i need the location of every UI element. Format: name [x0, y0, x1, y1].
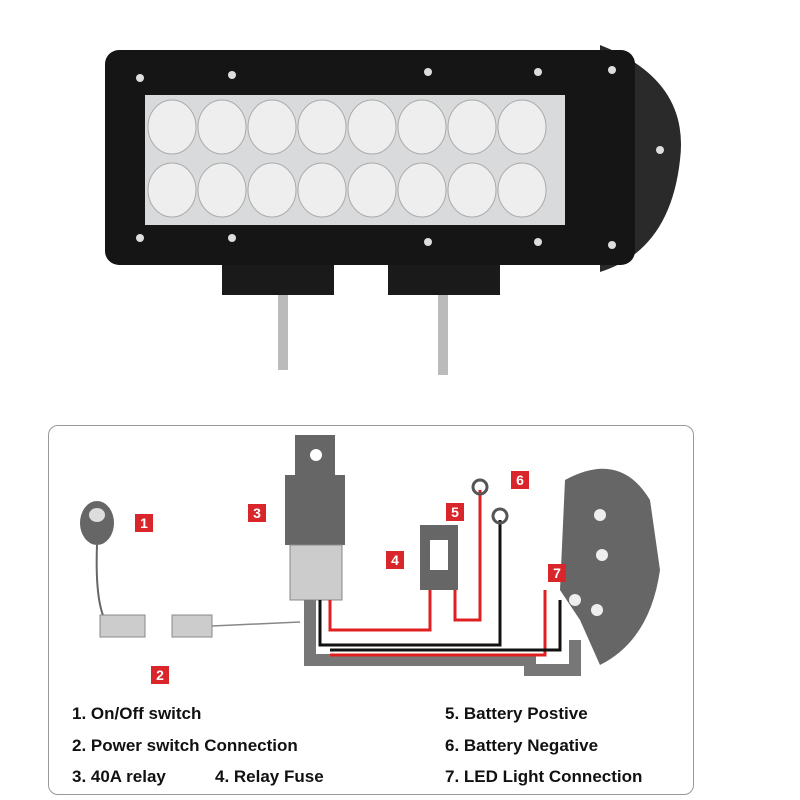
tag-4: 4: [386, 551, 404, 569]
legend-item-1: 1. On/Off switch: [72, 704, 202, 723]
tag-7: 7: [548, 564, 566, 582]
legend-item-3: 3. 40A relay: [72, 767, 166, 786]
light-bar-side-icon: [560, 468, 660, 665]
wiring-diagram: [80, 435, 660, 676]
tag-6: 6: [511, 471, 529, 489]
connector-male: [99, 614, 146, 638]
legend-item-7: 7. LED Light Connection: [445, 767, 643, 786]
tag-1: 1: [135, 514, 153, 532]
tag-3: 3: [248, 504, 266, 522]
screws: [136, 66, 664, 249]
mount-bolt-right: [438, 290, 448, 375]
led-light-bar: [105, 45, 681, 375]
switch-icon: [80, 501, 114, 545]
wire-harness: [304, 600, 581, 676]
relay-socket: [289, 544, 343, 601]
mount-bolt-left: [278, 290, 288, 370]
legend-item-4: 4. Relay Fuse: [215, 767, 324, 786]
relay-icon: [285, 435, 345, 545]
tag-5: 5: [446, 503, 464, 521]
legend-item-2: 2. Power switch Connection: [72, 736, 298, 755]
legend-item-6: 6. Battery Negative: [445, 736, 599, 755]
legend-item-5: 5. Battery Postive: [445, 704, 588, 723]
wiring-diagram-frame: [48, 425, 694, 795]
led-reflectors: [147, 99, 547, 218]
tag-2: 2: [151, 666, 169, 684]
